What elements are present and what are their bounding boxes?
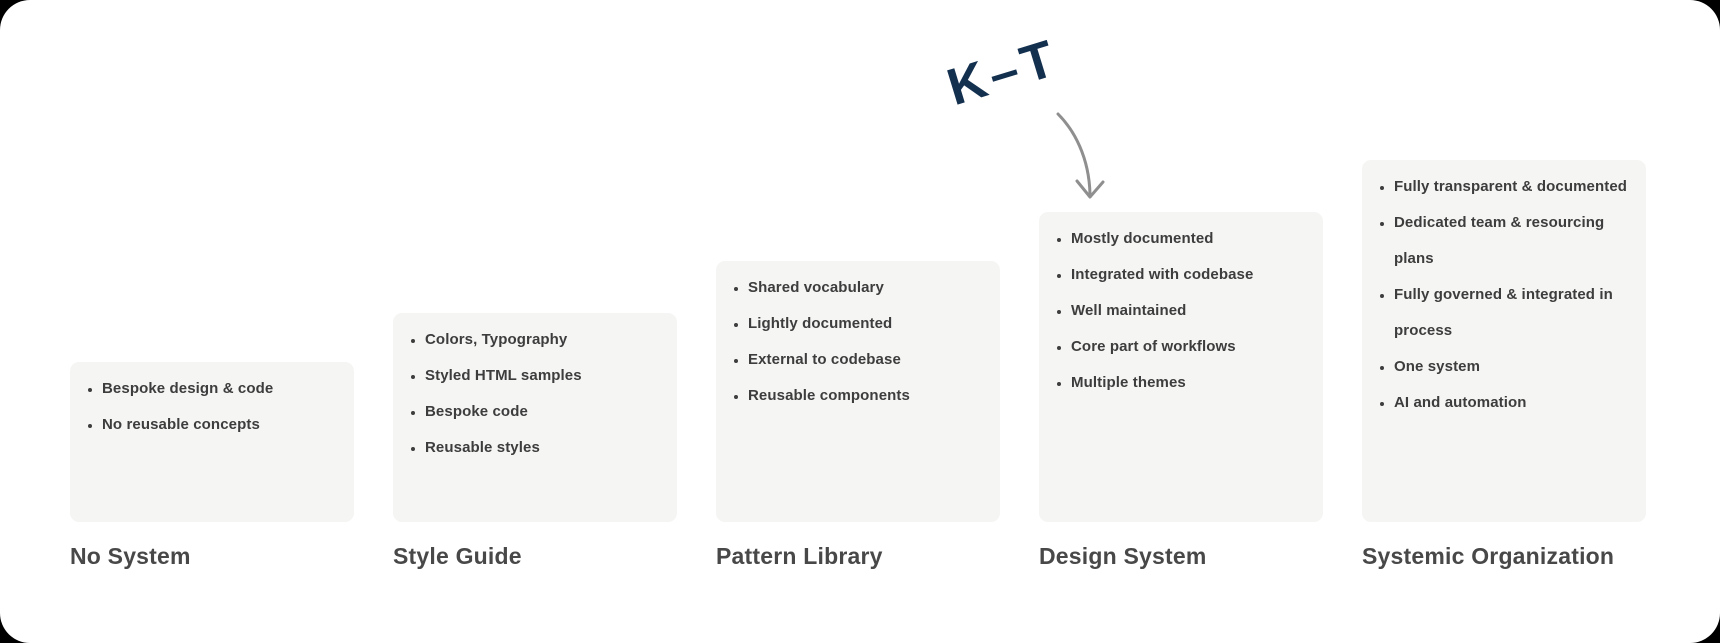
feature-item: Bespoke design & code bbox=[102, 371, 340, 407]
feature-list: Bespoke design & codeNo reusable concept… bbox=[70, 362, 354, 443]
feature-item: Colors, Typography bbox=[425, 322, 663, 358]
stage-column: Fully transparent & documentedDedicated … bbox=[1362, 160, 1646, 570]
stages-row: Bespoke design & codeNo reusable concept… bbox=[70, 160, 1646, 570]
stage-title: Systemic Organization bbox=[1362, 543, 1615, 569]
feature-item: AI and automation bbox=[1394, 385, 1632, 421]
feature-item: Well maintained bbox=[1071, 293, 1309, 329]
feature-item: Fully governed & integrated in process bbox=[1394, 277, 1632, 349]
stage-column: Mostly documentedIntegrated with codebas… bbox=[1039, 212, 1323, 570]
feature-list: Mostly documentedIntegrated with codebas… bbox=[1039, 212, 1323, 401]
stage-card: Bespoke design & codeNo reusable concept… bbox=[70, 362, 354, 522]
feature-item: Mostly documented bbox=[1071, 221, 1309, 257]
feature-list: Colors, TypographyStyled HTML samplesBes… bbox=[393, 313, 677, 466]
feature-item: Reusable styles bbox=[425, 430, 663, 466]
feature-item: Core part of workflows bbox=[1071, 329, 1309, 365]
feature-item: Reusable components bbox=[748, 378, 986, 414]
feature-item: Fully transparent & documented bbox=[1394, 169, 1632, 205]
stage-card: Mostly documentedIntegrated with codebas… bbox=[1039, 212, 1323, 522]
feature-item: Dedicated team & resourcing plans bbox=[1394, 205, 1632, 277]
feature-item: Shared vocabulary bbox=[748, 270, 986, 306]
feature-list: Shared vocabularyLightly documentedExter… bbox=[716, 261, 1000, 414]
feature-item: One system bbox=[1394, 349, 1632, 385]
feature-item: Lightly documented bbox=[748, 306, 986, 342]
stage-card: Fully transparent & documentedDedicated … bbox=[1362, 160, 1646, 522]
stage-column: Colors, TypographyStyled HTML samplesBes… bbox=[393, 313, 677, 570]
handwritten-annotation: K–T bbox=[940, 28, 1067, 118]
feature-item: Multiple themes bbox=[1071, 365, 1309, 401]
feature-item: Styled HTML samples bbox=[425, 358, 663, 394]
stage-title: Design System bbox=[1039, 543, 1207, 569]
feature-item: External to codebase bbox=[748, 342, 986, 378]
stage-title: Style Guide bbox=[393, 543, 522, 569]
stage-card: Shared vocabularyLightly documentedExter… bbox=[716, 261, 1000, 522]
feature-item: Integrated with codebase bbox=[1071, 257, 1309, 293]
stage-title: Pattern Library bbox=[716, 543, 883, 569]
stage-column: Shared vocabularyLightly documentedExter… bbox=[716, 261, 1000, 570]
stage-column: Bespoke design & codeNo reusable concept… bbox=[70, 362, 354, 570]
stage-card: Colors, TypographyStyled HTML samplesBes… bbox=[393, 313, 677, 522]
feature-list: Fully transparent & documentedDedicated … bbox=[1362, 160, 1646, 421]
feature-item: No reusable concepts bbox=[102, 407, 340, 443]
stage-title: No System bbox=[70, 543, 191, 569]
feature-item: Bespoke code bbox=[425, 394, 663, 430]
